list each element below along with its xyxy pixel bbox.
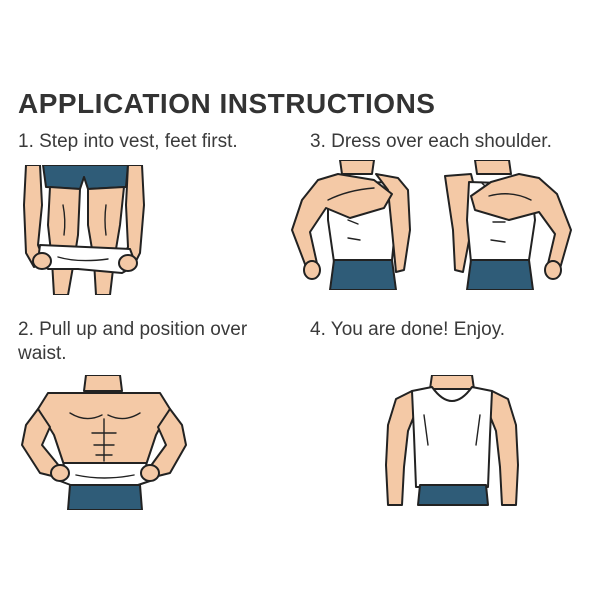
step-3-illustration-right [444, 160, 572, 290]
step-1-text: 1. Step into vest, feet first. [18, 131, 238, 152]
step-3-text: 3. Dress over each shoulder. [310, 131, 552, 152]
step-2-text: 2. Pull up and position over waist. [18, 319, 248, 364]
step-3-illustration-left [291, 160, 411, 290]
step-2-illustration [21, 375, 187, 510]
step-4-text: 4. You are done! Enjoy. [310, 319, 506, 340]
page-title: APPLICATION INSTRUCTIONS [18, 88, 436, 119]
step-1-illustration [23, 165, 145, 295]
step-4-illustration [385, 375, 519, 506]
